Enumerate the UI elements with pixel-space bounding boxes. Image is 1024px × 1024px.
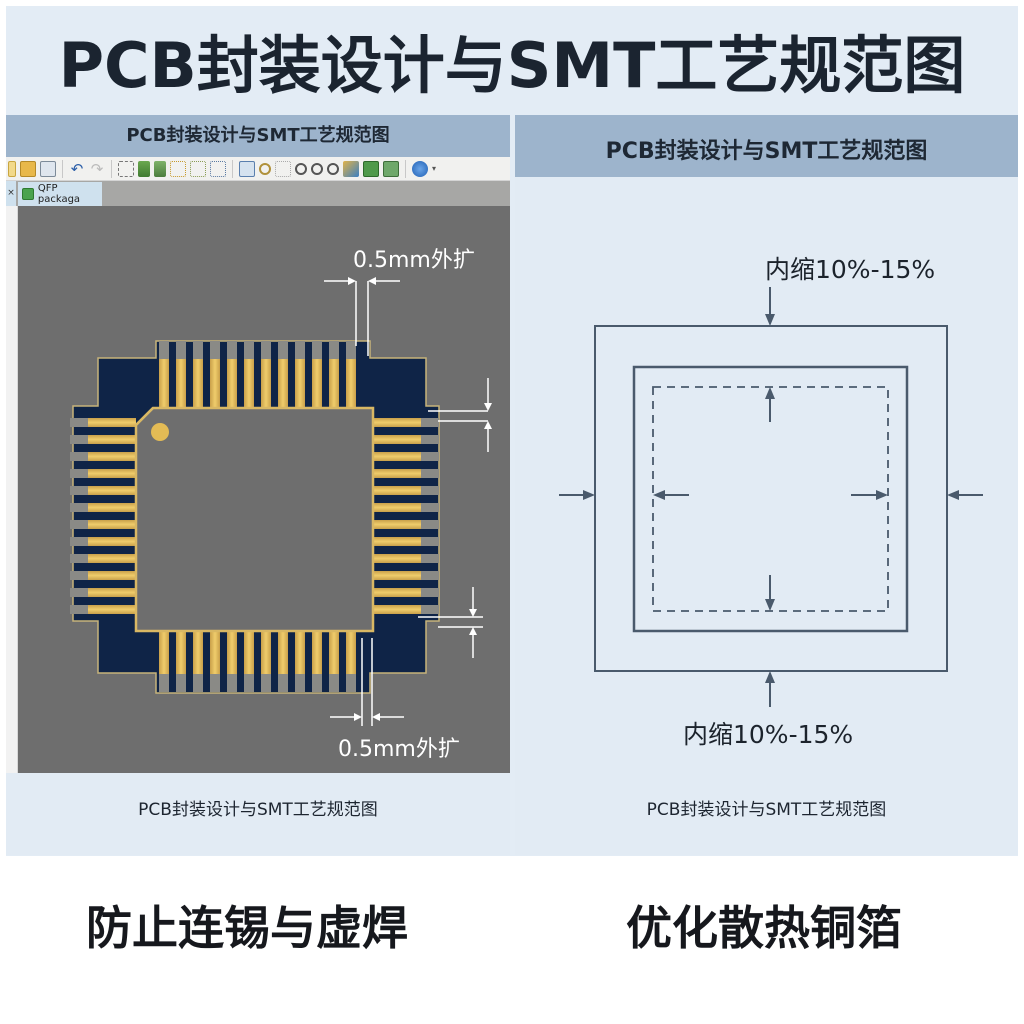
open-folder-icon[interactable] [20,160,36,177]
right-panel-shrink-diagram: PCB封装设计与SMT工艺规范图 [515,115,1018,855]
new-file-icon[interactable] [8,160,16,177]
middle-pad-outline [632,365,909,633]
bottom-pins [159,626,356,692]
component-dropdown-icon[interactable] [118,160,134,177]
tab-label: QFP packaga [37,183,81,205]
top-pins [159,341,356,409]
redo-icon[interactable]: ↷ [90,159,104,178]
pcb-canvas[interactable]: 0.5mm外扩 0.5mm外扩 [18,206,510,773]
document-tabbar: × QFP packaga [6,181,510,206]
right-panel-caption: PCB封装设计与SMT工艺规范图 [646,800,887,820]
inner-dashed-outline [652,386,889,612]
bottom-expand-label: 0.5mm外扩 [338,737,460,762]
right-pins [373,418,439,614]
right-panel-header: PCB封装设计与SMT工艺规范图 [515,115,1018,177]
chip-body [134,406,375,633]
thermal-pad-shrink-diagram [559,287,983,707]
board-icon[interactable] [363,160,379,177]
route-icon[interactable] [170,160,186,177]
bottom-expand-dimension [330,638,404,726]
zoom-fit-icon[interactable] [327,162,339,175]
zoom-out-icon[interactable] [311,162,323,175]
top-expand-dimension [324,277,400,356]
zoom-in-icon[interactable] [295,162,307,175]
tab-close-button[interactable]: × [6,181,16,206]
left-pins [70,418,136,614]
toolbar-overflow-icon[interactable]: ▾ [432,164,437,173]
qfp-footprint-drawing [70,277,492,726]
left-panel-caption: PCB封装设计与SMT工艺规范图 [138,800,378,820]
right-upper-dimension [428,378,492,452]
net-icon[interactable] [210,160,226,177]
toolbar-separator [405,159,406,178]
footprint-icon [22,188,34,200]
right-lower-dimension [418,587,483,658]
undo-icon[interactable]: ↶ [70,159,84,178]
left-side-ruler [6,206,18,773]
outer-pad-outline [594,325,948,672]
bottom-shrink-label: 内缩10%-15% [683,720,854,749]
bottom-label-right: 优化散热铜箔 [626,901,902,955]
tree-icon[interactable] [190,160,206,177]
snap-icon[interactable] [275,160,291,177]
editor-toolbar: ↶ ↷ ▾ [6,157,510,181]
3d-view-icon[interactable] [383,160,399,177]
page-title: PCB封装设计与SMT工艺规范图 [58,29,966,102]
top-expand-label: 0.5mm外扩 [353,248,475,273]
top-shrink-label: 内缩10%-15% [765,255,936,284]
place-part-icon[interactable] [138,160,150,177]
place-net-icon[interactable] [154,160,166,177]
left-panel-pcb-editor: PCB封装设计与SMT工艺规范图 ↶ ↷ ▾ × QFP packaga [6,115,510,855]
bottom-label-left: 防止连锡与虚焊 [86,901,408,955]
left-panel-header: PCB封装设计与SMT工艺规范图 [6,115,510,157]
toolbar-separator [62,159,63,178]
tab-qfp-package[interactable]: QFP packaga [18,182,102,206]
save-image-icon[interactable] [40,160,56,177]
toolbar-separator [232,159,233,178]
toolbar-separator [111,159,112,178]
grid-icon[interactable] [239,160,255,177]
help-icon[interactable] [412,160,428,177]
find-icon[interactable] [259,162,271,175]
pin1-marker [151,423,169,441]
layers-icon[interactable] [343,160,359,177]
